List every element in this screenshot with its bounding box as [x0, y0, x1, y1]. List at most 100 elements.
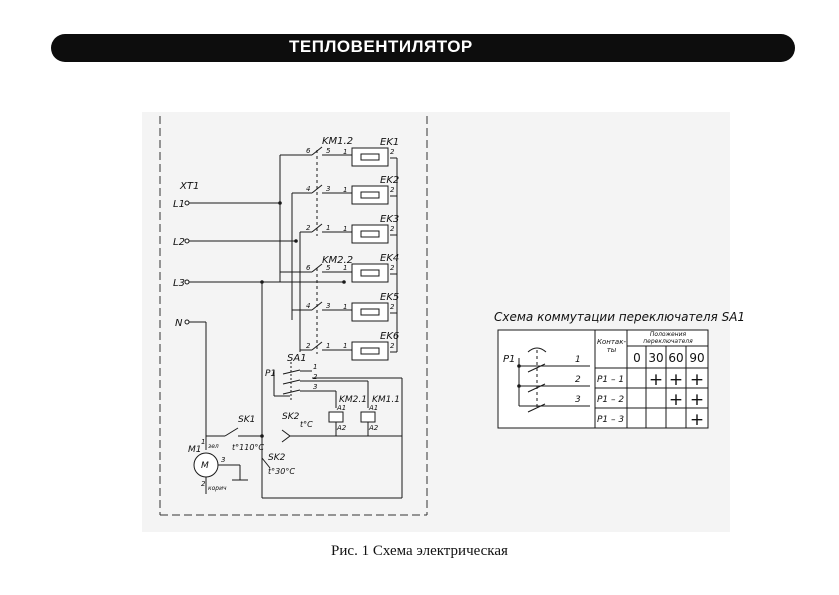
commutation-line-number: 3: [575, 395, 581, 405]
thermostat-adj-temp: t°C: [300, 420, 313, 429]
terminal-block-label: XT1: [179, 181, 199, 192]
heater-pin-label: 2: [390, 303, 395, 311]
terminal-dots: [184, 200, 190, 325]
contact-number: 3: [326, 185, 330, 193]
mark-cell: +: [690, 370, 704, 390]
figure-caption: Рис. 1 Схема электрическая: [331, 543, 508, 559]
relay-pin: A2: [368, 424, 379, 432]
contact-number: 3: [326, 302, 330, 310]
motor-pin-2-label: корич: [208, 485, 227, 492]
heater-ek5: [351, 302, 389, 322]
heater-ek6-label: EK6: [380, 331, 399, 342]
position-60: 60: [668, 351, 683, 365]
phase-label-n: N: [175, 318, 183, 329]
dashed-frame: [159, 116, 428, 516]
commutation-line-number: 1: [575, 355, 581, 365]
relay-pin: A1: [336, 404, 346, 412]
commutation-grid: [518, 330, 708, 428]
heater-pin-label: 1: [343, 148, 347, 156]
thermostat-2-temp: t°30°C: [268, 467, 295, 476]
row-label: P1 – 3: [597, 415, 624, 425]
relay-1-label: KM1.1: [372, 395, 400, 405]
commutation-title: Схема коммутации переключателя SA1: [494, 310, 745, 324]
position-0: 0: [633, 351, 641, 365]
relay-2-label: KM2.1: [339, 395, 367, 405]
switch-pole-label: P1: [265, 369, 276, 379]
phase-label-l3: L3: [173, 278, 185, 289]
relay-pin: A2: [336, 424, 347, 432]
motor-pin-1-label: зел: [208, 443, 219, 450]
commutation-line-number: 2: [575, 375, 581, 385]
heater-pin-label: 1: [343, 225, 347, 233]
heater-ek2-label: EK2: [380, 175, 399, 186]
contactor-top-label: KM1.2: [322, 136, 353, 147]
heater-ek3-label: EK3: [380, 214, 399, 225]
motor-symbol: M: [201, 461, 209, 471]
heater-ek6: [351, 341, 389, 361]
heater-pin-label: 2: [390, 225, 395, 233]
heater-element-icon: [360, 153, 380, 161]
heater-pin-label: 1: [343, 342, 347, 350]
heater-element-icon: [360, 308, 380, 316]
figure-background: [142, 112, 730, 532]
positions-header-cell: Положения переключателя: [643, 331, 693, 345]
thermostat-adj-label: SK2: [282, 412, 300, 422]
junction-dots: [260, 201, 346, 438]
heater-pin-label: 2: [390, 148, 395, 156]
relay-pin: A1: [368, 404, 378, 412]
mark-cell: +: [669, 370, 683, 390]
heater-ek2: [351, 185, 389, 205]
contact-number: 6: [306, 264, 311, 272]
contact-number: 2: [306, 224, 311, 232]
heater-element-icon: [360, 230, 380, 238]
heater-ek4-label: EK4: [380, 253, 399, 264]
commutation-junctions: [517, 364, 521, 388]
position-30: 30: [648, 351, 663, 365]
wiring: [187, 146, 403, 499]
contacts-header: Контак-ты: [597, 338, 626, 354]
commutation-pole: P1: [503, 354, 515, 365]
motor-pin: 3: [221, 456, 225, 464]
positions-header: Положения переключателя: [643, 331, 693, 345]
heater-ek4: [351, 263, 389, 283]
contacts-header-cell: Контак-ты: [597, 338, 626, 354]
motor-pin: 2: [201, 480, 206, 488]
heater-group: [351, 147, 389, 361]
phase-label-l1: L1: [173, 199, 185, 210]
contact-number: 1: [326, 342, 330, 350]
switch-pin: 2: [313, 373, 318, 381]
switch-label: SA1: [287, 353, 307, 364]
contact-number: 6: [306, 147, 311, 155]
mark-cell: +: [690, 390, 704, 410]
contactor-bottom-label: KM2.2: [322, 255, 353, 266]
heater-pin-label: 2: [390, 342, 395, 350]
row-label: P1 – 1: [597, 375, 624, 385]
thermostat-2-label: SK2: [268, 453, 286, 463]
heater-element-icon: [360, 191, 380, 199]
contact-number: 1: [326, 224, 330, 232]
heater-ek1-label: EK1: [380, 137, 399, 148]
heater-pin-label: 2: [390, 264, 395, 272]
thermostat-1-temp: t°110°C: [232, 443, 264, 452]
position-90: 90: [689, 351, 704, 365]
page-title: ТЕПЛОВЕНТИЛЯТОР: [289, 37, 473, 56]
mark-cell: +: [649, 370, 663, 390]
heater-pin-label: 1: [343, 303, 347, 311]
motor-pin: 1: [201, 438, 205, 446]
phase-label-l2: L2: [173, 237, 185, 248]
motor-label: M1: [188, 445, 202, 455]
contact-number: 2: [306, 342, 311, 350]
row-label: P1 – 2: [597, 395, 624, 405]
heater-element-icon: [360, 347, 380, 355]
heater-pin-label: 2: [390, 186, 395, 194]
switch-pin: 3: [313, 383, 317, 391]
heater-pin-label: 1: [343, 264, 347, 272]
heater-ek5-label: EK5: [380, 292, 399, 303]
switch-pin: 1: [313, 363, 317, 371]
mark-cell: +: [669, 390, 683, 410]
header-bar: ТЕПЛОВЕНТИЛЯТОР: [51, 34, 795, 62]
heater-element-icon: [360, 269, 380, 277]
contact-number: 4: [306, 185, 310, 193]
contact-number: 5: [326, 147, 331, 155]
